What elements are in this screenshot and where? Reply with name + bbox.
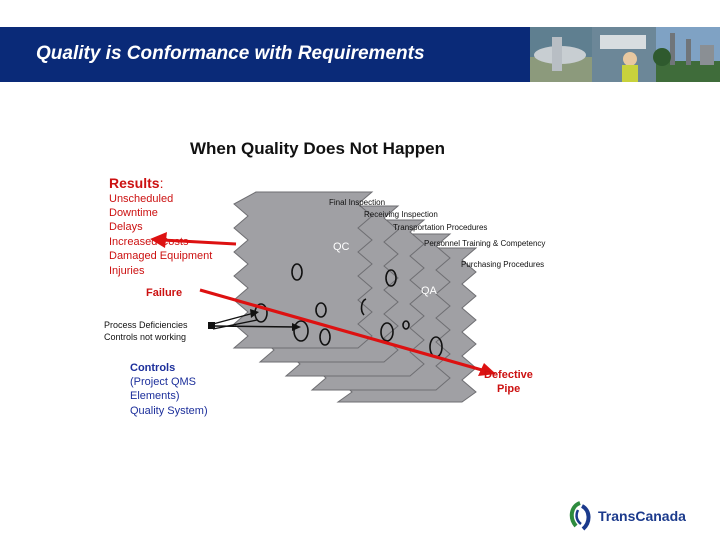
transcanada-logo-text: TransCanada	[598, 508, 686, 524]
controls-line: Quality System)	[130, 405, 208, 417]
deficiency-arrow	[212, 312, 255, 325]
failure-arrow	[199, 288, 483, 372]
layer-label-receiving-inspection: Receiving Inspection	[364, 210, 438, 219]
failure-label: Failure	[146, 287, 183, 299]
defective-pipe-label: Defective	[484, 369, 533, 381]
process-deficiencies-label: Process Deficiencies	[104, 320, 188, 330]
deficiency-arrowhead	[250, 309, 259, 318]
layer-hole	[385, 269, 397, 287]
controls-line: (Project QMS	[130, 376, 197, 388]
layer-label-final-inspection: Final Inspection	[329, 198, 386, 207]
controls-heading: Controls	[130, 362, 176, 374]
layer-hole	[293, 320, 309, 342]
layer-hole	[360, 298, 367, 316]
transcanada-logo-mark	[569, 501, 591, 531]
layer-label-transportation-procedures: Transportation Procedures	[393, 223, 488, 232]
results-heading-text: Results	[109, 175, 160, 191]
layer-hole	[319, 328, 331, 346]
layer-hole	[291, 263, 303, 281]
results-item: Delays	[109, 221, 143, 233]
hazard-arrows	[150, 232, 496, 376]
layer-label-purchasing-procedures: Purchasing Procedures	[461, 260, 545, 269]
failure-arrowhead	[478, 363, 496, 376]
results-item: Injuries	[109, 265, 145, 277]
diagram-title: When Quality Does Not Happen	[190, 139, 446, 158]
defective-pipe-label: Pipe	[497, 383, 521, 395]
results-item: Damaged Equipment	[109, 250, 213, 262]
layer-hole	[380, 322, 394, 342]
defense-layer	[232, 191, 374, 349]
results-heading: Results:	[109, 175, 163, 191]
qa-label: QA	[421, 285, 437, 297]
layer-label-personnel-training: Personnel Training & Competency	[424, 239, 546, 248]
deficiency-arrow	[212, 319, 258, 330]
deficiency-arrowhead	[292, 323, 301, 331]
results-item: Unscheduled	[109, 193, 174, 205]
layer-hole	[402, 320, 410, 330]
controls-line: Elements)	[130, 390, 180, 402]
title-banner: Quality is Conformance with Requirements	[0, 27, 720, 82]
results-heading-colon: :	[159, 175, 164, 191]
results-arrowhead	[150, 232, 167, 248]
qc-label: QC	[333, 241, 350, 253]
controls-not-working-label: Controls not working	[104, 332, 187, 342]
results-arrow	[161, 238, 237, 246]
deficiency-marker	[208, 322, 215, 329]
layer-hole	[315, 302, 327, 318]
slide-title: Quality is Conformance with Requirements	[36, 43, 425, 64]
results-item: Downtime	[109, 207, 158, 219]
transcanada-logo: TransCanada	[566, 500, 716, 532]
layer-holes	[254, 263, 443, 358]
header-photo-strip	[530, 27, 720, 82]
